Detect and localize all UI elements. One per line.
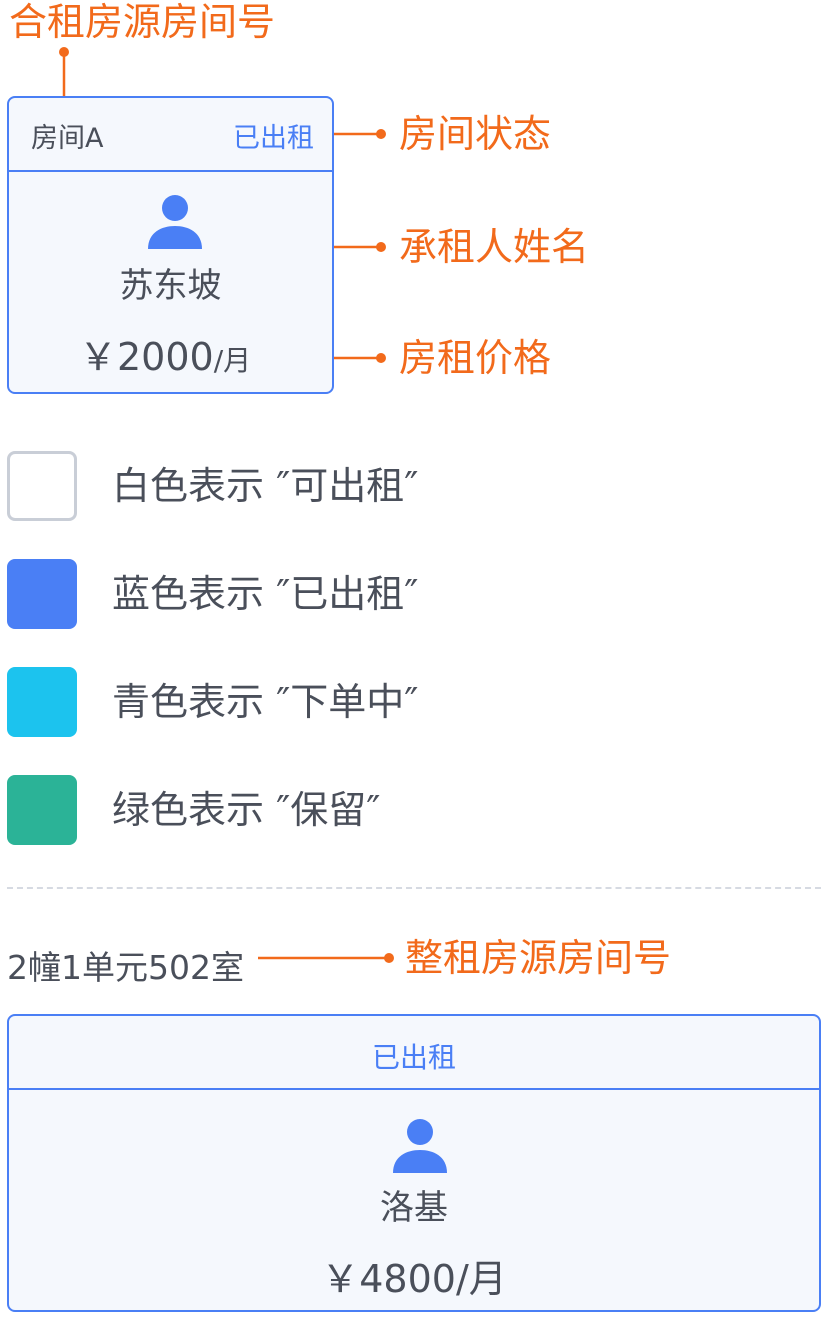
card-header: 已出租 bbox=[9, 1016, 819, 1090]
tenant-name: 苏东坡 bbox=[119, 266, 222, 306]
room-price: ￥2000/月 bbox=[79, 326, 251, 381]
shared-room-card[interactable]: 房间A 已出租 苏东坡 ￥2000/月 bbox=[7, 96, 334, 394]
person-icon bbox=[393, 1119, 447, 1173]
whole-room-address: 2幢1单元502室 bbox=[7, 948, 244, 987]
annotation-shared-room-number: 合租房源房间号 bbox=[9, 0, 276, 44]
legend-text-rented: 蓝色表示 ″已出租″ bbox=[112, 572, 419, 616]
annotation-room-status: 房间状态 bbox=[399, 112, 552, 156]
legend-swatch-blue bbox=[7, 559, 77, 629]
room-price: ￥4800/月 bbox=[9, 1248, 819, 1303]
room-label: 房间A bbox=[31, 123, 104, 154]
dashed-divider bbox=[7, 887, 821, 889]
room-status: 已出租 bbox=[233, 123, 314, 154]
legend-swatch-white bbox=[7, 451, 77, 521]
legend-swatch-green bbox=[7, 775, 77, 845]
tenant-name: 洛基 bbox=[380, 1188, 448, 1228]
room-status: 已出租 bbox=[371, 1041, 456, 1074]
price-unit: /月 bbox=[213, 344, 252, 377]
legend-text-available: 白色表示 ″可出租″ bbox=[112, 464, 419, 508]
annotation-room-price: 房租价格 bbox=[399, 336, 552, 380]
annotation-whole-room-number: 整租房源房间号 bbox=[405, 936, 672, 980]
price-value: ￥2000 bbox=[79, 335, 214, 379]
legend-text-ordering: 青色表示 ″下单中″ bbox=[112, 680, 419, 724]
whole-room-card[interactable]: 已出租 洛基 ￥4800/月 bbox=[7, 1014, 821, 1312]
card-header: 房间A 已出租 bbox=[9, 98, 332, 172]
price-unit: /月 bbox=[455, 1257, 507, 1301]
legend-swatch-cyan bbox=[7, 667, 77, 737]
price-value: ￥4800 bbox=[321, 1257, 456, 1301]
annotation-tenant-name: 承租人姓名 bbox=[399, 225, 590, 269]
legend-text-reserved: 绿色表示 ″保留″ bbox=[112, 788, 381, 832]
person-icon bbox=[148, 195, 202, 249]
